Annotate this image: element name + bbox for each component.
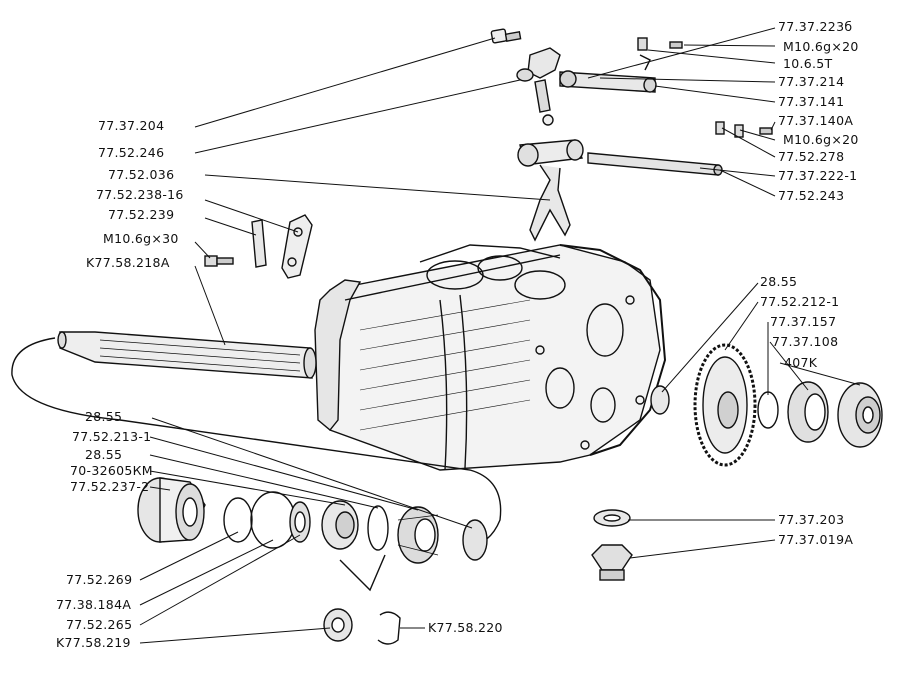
part-label: 77.52.036 bbox=[108, 167, 175, 182]
part-label: M10.6g×30 bbox=[103, 231, 179, 246]
bottom-parts-row bbox=[137, 477, 488, 645]
part-label: M10.6g×20 bbox=[783, 39, 859, 54]
part-label: 77.52.243 bbox=[778, 188, 845, 203]
part-label: K77.58.218A bbox=[86, 255, 170, 270]
part-label: 77.37.141 bbox=[778, 94, 845, 109]
part-label: 77.52.239 bbox=[108, 207, 175, 222]
part-label: 77.52.246 bbox=[98, 145, 165, 160]
part-label: 28.55 bbox=[85, 409, 123, 424]
part-label: 77.37.108 bbox=[772, 334, 839, 349]
part-label: 77.52.212-1 bbox=[760, 294, 840, 309]
part-label: 77.52.269 bbox=[66, 572, 133, 587]
part-label: 77.38.184A bbox=[56, 597, 132, 612]
part-label: 28.55 bbox=[85, 447, 123, 462]
part-label: 10.6.5Т bbox=[783, 56, 833, 71]
drain-plug bbox=[591, 509, 633, 581]
part-label: K77.58.219 bbox=[56, 635, 131, 650]
part-label: 77.52.237-2 bbox=[70, 479, 150, 494]
left-parts bbox=[11, 214, 502, 549]
part-label: 77.52.238-16 bbox=[96, 187, 184, 202]
part-label: 77.52.213-1 bbox=[72, 429, 152, 444]
part-label: 77.37.157 bbox=[770, 314, 837, 329]
part-label: 407K bbox=[784, 355, 818, 370]
right-gear-assembly bbox=[650, 343, 883, 467]
part-label: M10.6g×20 bbox=[783, 132, 859, 147]
part-label: 77.37.203 bbox=[778, 512, 845, 527]
part-label: 77.37.140A bbox=[778, 113, 854, 128]
part-label: 77.37.214 bbox=[778, 74, 845, 89]
part-label: 77.52.278 bbox=[778, 149, 845, 164]
part-label: K77.58.220 bbox=[428, 620, 503, 635]
part-label: 77.37.019A bbox=[778, 532, 854, 547]
leader-lines bbox=[139, 27, 861, 644]
part-label: 77.52.265 bbox=[66, 617, 133, 632]
part-label: 77.37.204 bbox=[98, 118, 165, 133]
part-label: 70-32605КМ bbox=[70, 463, 153, 478]
part-label: 77.37.222-1 bbox=[778, 168, 858, 183]
part-label: 77.37.223б bbox=[778, 19, 853, 34]
gearbox-housing bbox=[314, 244, 667, 471]
shift-fork-assembly bbox=[490, 28, 773, 242]
part-label: 28.55 bbox=[760, 274, 798, 289]
